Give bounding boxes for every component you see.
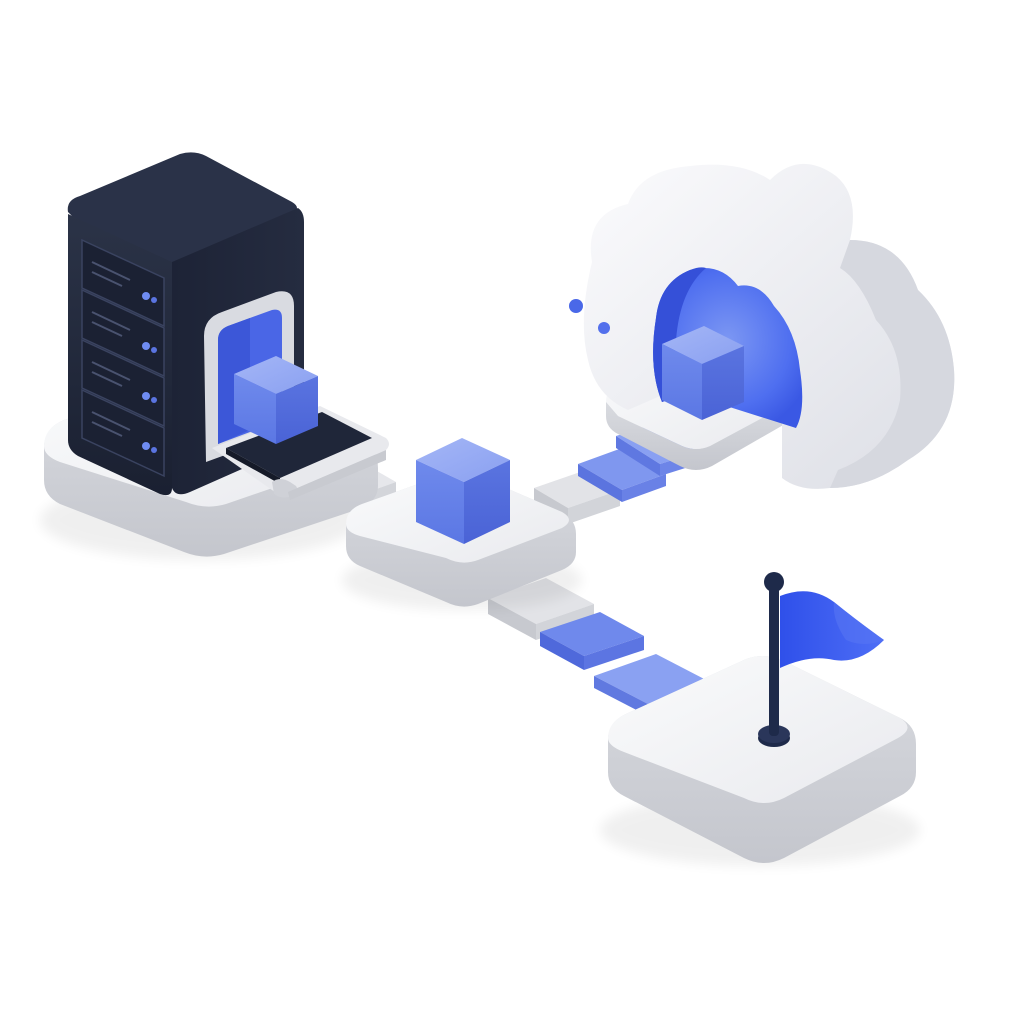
dot-icon bbox=[569, 299, 583, 313]
drive-bay bbox=[81, 238, 165, 328]
status-light bbox=[142, 442, 150, 450]
status-light bbox=[142, 292, 150, 300]
path-tile-blue bbox=[540, 612, 644, 670]
path-tile-blue bbox=[578, 448, 666, 502]
destination-platform bbox=[600, 656, 920, 866]
drive-bay bbox=[81, 288, 165, 378]
drive-bay bbox=[81, 388, 165, 478]
data-packet-cube-icon bbox=[416, 438, 510, 544]
floating-dots bbox=[569, 299, 610, 334]
status-light bbox=[142, 342, 150, 350]
dot-icon bbox=[598, 322, 610, 334]
data-packet-cube-icon bbox=[662, 326, 744, 420]
drive-bay bbox=[81, 338, 165, 428]
flag-icon bbox=[758, 572, 884, 747]
server-rack-icon bbox=[67, 152, 304, 496]
cloud-icon bbox=[583, 163, 955, 489]
data-packet-cube-icon bbox=[234, 356, 318, 444]
status-light bbox=[142, 392, 150, 400]
